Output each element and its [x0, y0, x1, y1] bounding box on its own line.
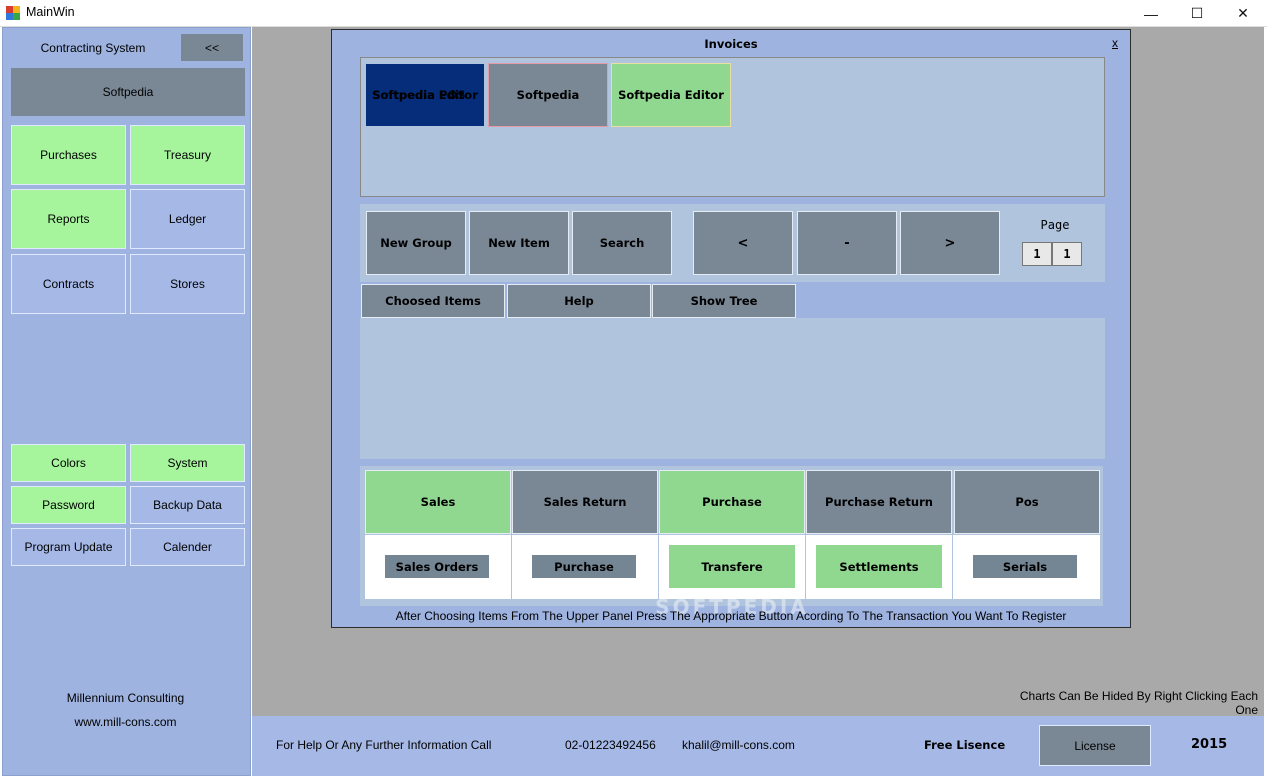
prev-page-button[interactable]: < — [693, 211, 793, 275]
sales-orders-button[interactable]: Sales Orders — [385, 555, 489, 578]
tab-choosed-items[interactable]: Choosed Items — [361, 284, 505, 318]
page-current: 1 — [1022, 242, 1052, 266]
purchase-button[interactable]: Purchase — [659, 470, 805, 534]
year-label: 2015 — [1191, 737, 1228, 752]
group-tile-selected[interactable]: Softpedia Editor Softpedia POS — [366, 64, 484, 126]
stores-button[interactable]: Stores — [130, 254, 245, 314]
settlements-button[interactable]: Settlements — [816, 545, 942, 588]
pos-button[interactable]: Pos — [954, 470, 1100, 534]
minimize-button[interactable]: — — [1144, 5, 1158, 22]
system-name: Contracting System — [40, 41, 146, 55]
tab-help[interactable]: Help — [507, 284, 651, 318]
instruction-text: After Choosing Items From The Upper Pane… — [395, 609, 1067, 623]
sales-return-button[interactable]: Sales Return — [512, 470, 658, 534]
group-tile[interactable]: Softpedia — [488, 63, 608, 127]
ledger-button[interactable]: Ledger — [130, 189, 245, 249]
groups-panel: Softpedia Editor Softpedia POS Softpedia… — [360, 57, 1105, 197]
system-button[interactable]: System — [130, 444, 245, 482]
chosen-items-panel — [360, 318, 1105, 459]
title-bar: MainWin — ☐ ✕ — [0, 0, 1267, 27]
collapse-button[interactable]: << — [181, 34, 243, 61]
transactions-panel: Sales Sales Return Purchase Purchase Ret… — [360, 466, 1103, 606]
action-panel: New Group New Item Search < - > Page 1 1 — [360, 204, 1105, 282]
purchases-button[interactable]: Purchases — [11, 125, 126, 185]
invoices-dialog: Invoices x Softpedia Editor Softpedia PO… — [331, 29, 1131, 628]
dialog-close-button[interactable]: x — [1112, 36, 1118, 50]
sub-transactions-row: Sales Orders Purchase Transfere Settleme… — [365, 535, 1100, 599]
backup-data-button[interactable]: Backup Data — [130, 486, 245, 524]
divider — [658, 535, 659, 599]
purchase-return-button[interactable]: Purchase Return — [806, 470, 952, 534]
charts-hint: Charts Can Be Hided By Right Clicking Ea… — [1019, 689, 1258, 717]
company-button[interactable]: Softpedia — [11, 68, 245, 116]
tab-show-tree[interactable]: Show Tree — [652, 284, 796, 318]
help-text: For Help Or Any Further Information Call — [276, 738, 492, 752]
footer-url[interactable]: www.mill-cons.com — [74, 715, 177, 729]
purchase-orders-button[interactable]: Purchase — [532, 555, 636, 578]
group-tile[interactable]: Softpedia Editor — [611, 63, 731, 127]
password-button[interactable]: Password — [11, 486, 126, 524]
window-title: MainWin — [26, 5, 75, 19]
phone-number: 02-01223492456 — [565, 738, 656, 752]
licence-status: Free Lisence — [924, 738, 1006, 752]
dialog-title: Invoices — [704, 37, 758, 51]
divider — [511, 535, 512, 599]
license-button[interactable]: License — [1039, 725, 1151, 766]
new-group-button[interactable]: New Group — [366, 211, 466, 275]
next-page-button[interactable]: > — [900, 211, 1000, 275]
maximize-button[interactable]: ☐ — [1190, 5, 1204, 21]
divider — [952, 535, 953, 599]
new-item-button[interactable]: New Item — [469, 211, 569, 275]
sales-button[interactable]: Sales — [365, 470, 511, 534]
group-tile-overlap-label: Softpedia POS — [372, 88, 466, 102]
close-button[interactable]: ✕ — [1237, 5, 1249, 21]
program-update-button[interactable]: Program Update — [11, 528, 126, 566]
group-tile-label: Softpedia Editor — [372, 88, 478, 102]
page-dash-button[interactable]: - — [797, 211, 897, 275]
page-label: Page — [1040, 218, 1070, 232]
page-total: 1 — [1052, 242, 1082, 266]
calender-button[interactable]: Calender — [130, 528, 245, 566]
transfere-button[interactable]: Transfere — [669, 545, 795, 588]
sidebar: Contracting System << Softpedia Purchase… — [2, 27, 251, 776]
treasury-button[interactable]: Treasury — [130, 125, 245, 185]
watermark: SOFTPEDIA — [655, 595, 809, 619]
footer-company: Millennium Consulting — [66, 691, 185, 705]
email-address[interactable]: khalil@mill-cons.com — [682, 738, 795, 752]
app-icon — [6, 6, 20, 20]
reports-button[interactable]: Reports — [11, 189, 126, 249]
serials-button[interactable]: Serials — [973, 555, 1077, 578]
colors-button[interactable]: Colors — [11, 444, 126, 482]
contracts-button[interactable]: Contracts — [11, 254, 126, 314]
divider — [805, 535, 806, 599]
bottom-bar: For Help Or Any Further Information Call… — [252, 716, 1264, 776]
search-button[interactable]: Search — [572, 211, 672, 275]
